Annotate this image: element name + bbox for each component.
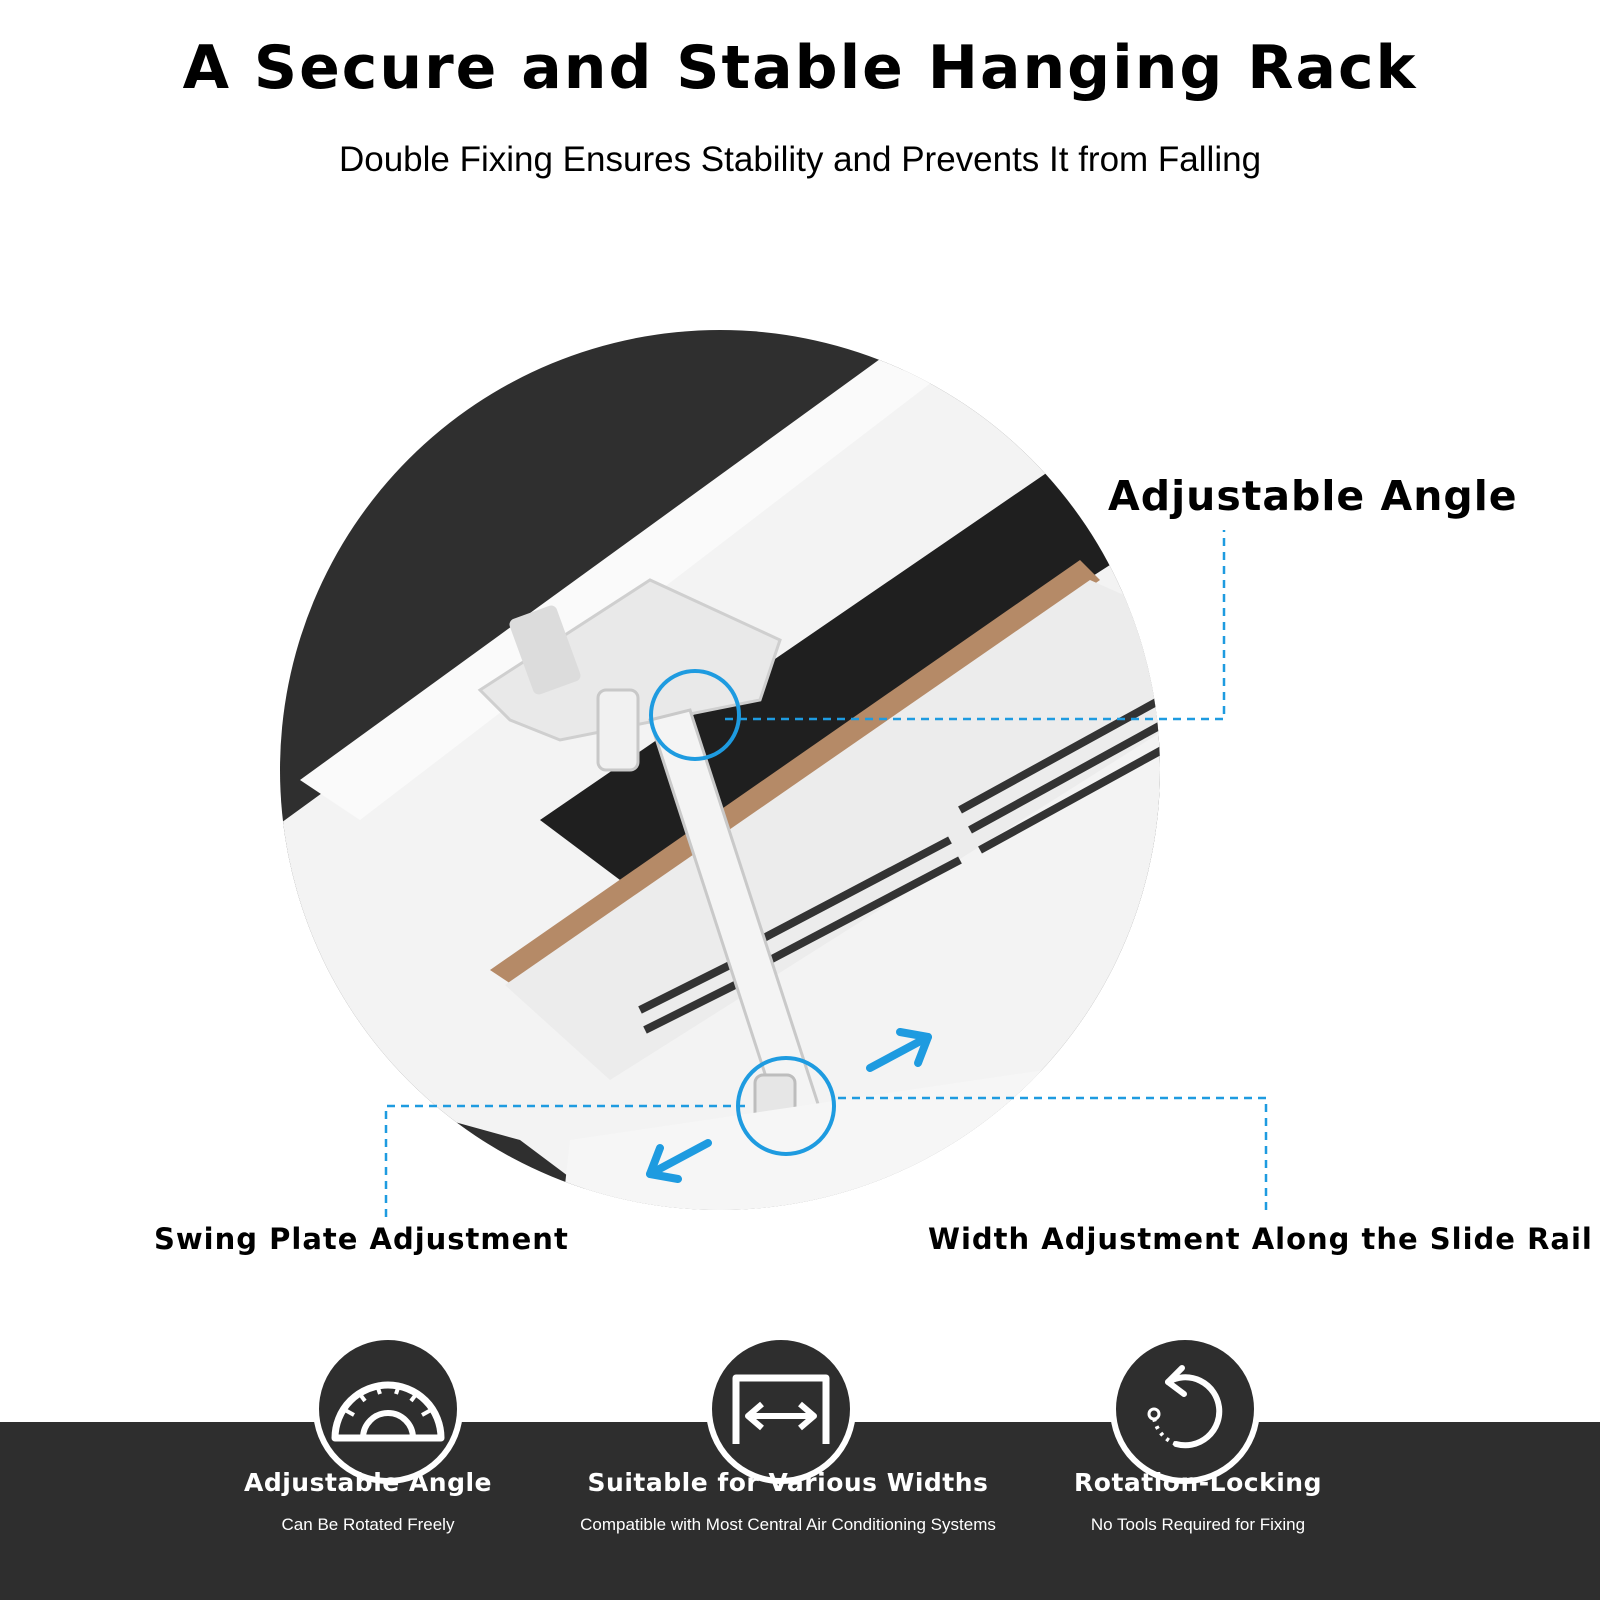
slide-left-arrow-icon xyxy=(646,1139,712,1183)
angle-joint-highlight xyxy=(649,669,741,761)
feature-subtitle-adjustable-angle: Can Be Rotated Freely xyxy=(281,1515,455,1534)
width-arrow-icon xyxy=(706,1334,856,1484)
feature-title-rotation-locking: Rotation-Locking xyxy=(1074,1468,1322,1497)
swing-leader-line xyxy=(384,1104,745,1220)
feature-title-various-widths: Suitable for Various Widths xyxy=(587,1468,989,1497)
page-subtitle: Double Fixing Ensures Stability and Prev… xyxy=(338,140,1262,179)
page-title: A Secure and Stable Hanging Rack xyxy=(182,33,1418,103)
callout-width-adjustment: Width Adjustment Along the Slide Rail xyxy=(928,1222,1593,1256)
feature-subtitle-rotation-locking: No Tools Required for Fixing xyxy=(1090,1515,1306,1534)
feature-title-adjustable-angle: Adjustable Angle xyxy=(243,1468,492,1497)
callout-adjustable-angle: Adjustable Angle xyxy=(1108,472,1518,520)
protractor-icon xyxy=(313,1334,463,1484)
feature-subtitle-various-widths: Compatible with Most Central Air Conditi… xyxy=(580,1515,996,1534)
rotation-arrow-icon xyxy=(1110,1334,1260,1484)
slide-right-arrow-icon xyxy=(866,1028,932,1072)
product-illustration xyxy=(280,330,1268,1220)
product-photo xyxy=(280,330,1160,1210)
width-leader-line xyxy=(838,1096,1268,1210)
callout-swing-plate: Swing Plate Adjustment xyxy=(154,1222,569,1256)
